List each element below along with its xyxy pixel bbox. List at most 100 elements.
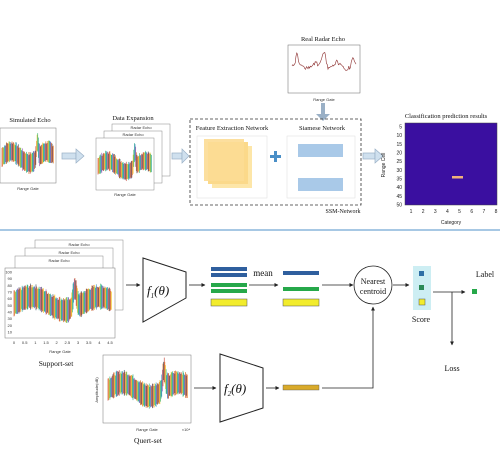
svg-text:Radar Echo: Radar Echo xyxy=(122,132,144,137)
f2-subscript: 2 xyxy=(228,390,232,398)
svg-text:Radar Echo: Radar Echo xyxy=(58,250,80,255)
category-tick: 6 xyxy=(470,209,473,215)
arrow-sim-to-expansion xyxy=(61,148,85,164)
category-label: Category xyxy=(441,220,462,226)
category-tick: 3 xyxy=(434,209,437,215)
support-x-tick: 0.5 xyxy=(22,340,28,345)
support-x-tick: 3 xyxy=(77,340,80,345)
range-cell-tick: 40 xyxy=(396,185,402,191)
svg-text:Radar Echo: Radar Echo xyxy=(48,258,70,263)
support-embeddings xyxy=(210,267,248,307)
support-x-tick: 0 xyxy=(13,340,16,345)
range-cell-label: Range Cell xyxy=(381,153,387,178)
real-echo-title: Real Radar Echo xyxy=(301,36,345,43)
support-y-tick: 90 xyxy=(8,276,13,281)
support-xlabel: Range Gate xyxy=(49,349,71,354)
support-y-tick: 10 xyxy=(8,330,13,335)
support-y-tick: 60 xyxy=(8,296,13,301)
siamese-label: Siamese Network xyxy=(299,125,346,132)
feature-extraction-label: Feature Extraction Network xyxy=(196,125,269,132)
arrow-real-to-ssm-head xyxy=(316,114,330,121)
support-y-tick: 70 xyxy=(8,290,13,295)
svg-text:Radar Echo: Radar Echo xyxy=(68,242,90,247)
svg-text:Radar Echo: Radar Echo xyxy=(130,125,152,130)
label-marker xyxy=(472,289,477,294)
support-y-tick: 100 xyxy=(5,270,12,275)
range-cell-tick: 20 xyxy=(396,151,402,157)
support-set-label: Support-set xyxy=(39,359,74,368)
classification-title: Classification prediction results xyxy=(405,113,488,120)
query-x10: ×10⁴ xyxy=(182,427,191,432)
support-x-tick: 1 xyxy=(34,340,37,345)
prototype-bar xyxy=(282,298,320,307)
prototype-bar xyxy=(283,287,319,291)
support-y-tick: 30 xyxy=(8,316,13,321)
query-set-label: Quert-set xyxy=(134,436,163,445)
feature-extraction-block xyxy=(196,135,268,199)
nearest-centroid-node: Nearest centroid xyxy=(353,265,393,305)
arrow-query-to-centroid xyxy=(322,306,375,389)
range-cell-tick: 45 xyxy=(396,194,402,200)
real-echo-plot: Range Gate xyxy=(287,44,361,102)
support-x-tick: 4.5 xyxy=(107,340,113,345)
support-set-stack: Radar Echo Radar Echo Radar Echo 1009080… xyxy=(4,239,124,354)
embedding-bar xyxy=(210,298,248,307)
f2-encoder: f2(θ) xyxy=(219,353,264,423)
loss-label: Loss xyxy=(444,364,459,373)
simulated-echo-plot: Range Gate xyxy=(0,127,57,191)
support-y-tick: 20 xyxy=(8,323,13,328)
support-y-tick: 40 xyxy=(8,310,13,315)
f1-theta: (θ) xyxy=(154,283,169,298)
range-cell-tick: 50 xyxy=(396,203,402,209)
embedding-bar xyxy=(211,267,247,271)
embedding-bar xyxy=(211,289,247,293)
arrow-expansion-to-ssm xyxy=(171,148,190,164)
f1-encoder: f1(θ) xyxy=(142,257,187,323)
svg-text:f1(θ): f1(θ) xyxy=(147,283,169,300)
embedding-bar xyxy=(211,273,247,277)
support-x-tick: 2.5 xyxy=(65,340,71,345)
f1-symbol: f xyxy=(147,283,153,298)
category-tick: 1 xyxy=(410,209,413,215)
category-tick: 2 xyxy=(422,209,425,215)
query-xlabel: Range Gate xyxy=(136,427,158,432)
category-tick: 8 xyxy=(495,209,498,215)
f2-theta: (θ) xyxy=(231,381,246,396)
expansion-xlabel: Range Gate xyxy=(114,192,136,197)
data-expansion-stack: Radar Echo Radar Echo Range Gate xyxy=(95,123,171,197)
query-embedding-bar xyxy=(282,384,320,391)
score-vector xyxy=(413,266,431,310)
range-cell-tick: 35 xyxy=(396,177,402,183)
f2-symbol: f xyxy=(224,381,230,396)
data-expansion-title: Data Expansion xyxy=(112,115,154,122)
nearest-label: Nearest xyxy=(361,277,386,286)
mean-label: mean xyxy=(253,268,273,278)
f1-subscript: 1 xyxy=(151,292,155,300)
arrow-ssm-to-classification xyxy=(362,148,384,164)
support-y-tick: 50 xyxy=(8,303,13,308)
support-x-tick: 2 xyxy=(56,340,59,345)
support-y-tick: 80 xyxy=(8,283,13,288)
real-echo-xlabel: Range Gate xyxy=(313,97,335,102)
query-ylabel: Amplitude(dB) xyxy=(94,377,99,403)
category-tick: 4 xyxy=(446,209,449,215)
range-cell-tick: 30 xyxy=(396,168,402,174)
svg-text:f2(θ): f2(θ) xyxy=(224,381,246,398)
centroid-label: centroid xyxy=(360,287,386,296)
siamese-network-block xyxy=(286,135,356,199)
range-cell-tick: 10 xyxy=(396,133,402,139)
score-label: Score xyxy=(412,315,431,324)
prototype-embeddings xyxy=(282,271,320,307)
label-text: Label xyxy=(476,270,495,279)
range-cell-tick: 15 xyxy=(396,142,402,148)
support-x-tick: 1.5 xyxy=(43,340,49,345)
range-cell-tick: 25 xyxy=(396,159,402,165)
prototype-bar xyxy=(283,271,319,275)
plus-icon xyxy=(270,151,281,162)
category-tick: 5 xyxy=(458,209,461,215)
support-x-tick: 4 xyxy=(98,340,101,345)
ssm-network-label: SSM-Network xyxy=(325,209,360,215)
embedding-bar xyxy=(211,283,247,287)
